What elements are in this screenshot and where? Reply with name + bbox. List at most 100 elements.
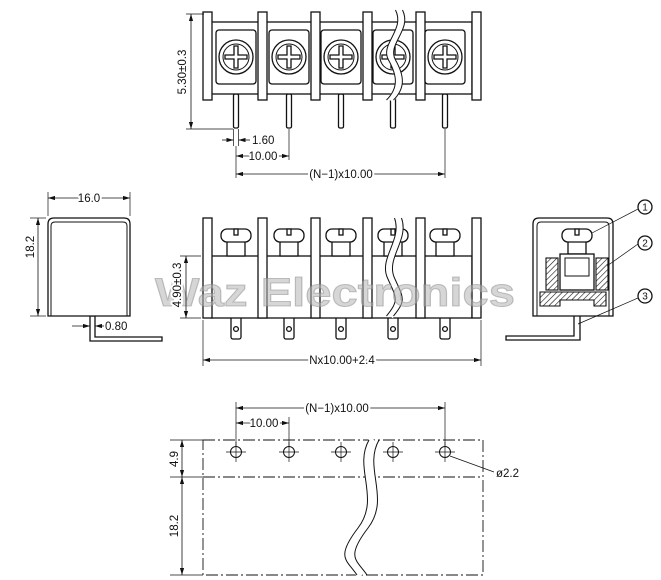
section-housing-left [545,257,559,291]
side-view: 16.0 18.2 0.80 [23,191,163,342]
break-line [393,9,406,101]
screw-slot [233,228,239,236]
pcb-hole [383,442,403,462]
hole-diameter-label: ø2.2 [496,468,519,480]
section-clamp-window [564,257,590,277]
pin-width-dimension-label: 1.60 [252,135,274,147]
break-mask [385,216,404,319]
hole-circle [230,446,242,458]
front-view [202,217,482,340]
callout-circle-1 [637,199,653,215]
front-view-barrier [471,217,482,319]
front-view-dimensions: 4.90±0.3 Nx10.00+2.4 [170,255,482,369]
top-view-terminal [215,29,257,85]
width-dimension-label: 16.0 [78,193,100,205]
top-view-pin [337,93,345,129]
hole-circle [439,446,451,458]
footprint-dimensions: (N−1)x10.00 10.00 4.9 18.2 ø2.2 [167,401,519,576]
footprint-holes [226,442,455,462]
screw-cross-slot [329,45,353,69]
top-view-terminal [268,29,310,85]
total-length-dimension-label: Nx10.00+2.4 [309,355,375,367]
hole-leader [449,455,495,473]
top-view-barrier [310,11,321,101]
front-view-body [210,255,473,319]
pin-hole [389,325,397,333]
callout-circle-3 [637,288,653,304]
top-view [202,11,482,129]
front-view-barrier [362,217,373,319]
break-mask [386,8,405,103]
screw-head-rim [327,43,355,71]
top-view-pin [441,93,449,129]
pin-hole [337,325,345,333]
callout-number-1: 1 [642,203,648,214]
pin-height-dimension-label: 5.30±0.3 [177,50,189,95]
footprint-boundary [202,439,484,576]
footprint-outline [202,439,484,576]
front-view-pin [387,313,399,340]
screw-slot [390,228,396,236]
top-view-barrier [202,11,213,101]
callout-number-3: 3 [642,292,648,303]
top-view-pin [285,93,293,129]
side-view-body-edge [50,221,128,316]
screw-cross-slot [433,45,457,69]
front-view-terminal [325,228,357,257]
top-view-barrier [471,11,482,101]
pcb-hole [279,442,299,462]
front-view-break-lines [385,216,404,319]
pin-thickness-dimension-label: 0.80 [105,321,127,333]
pitch-dimension-label: 10.00 [249,151,278,163]
span-dimension-label: (N−1)x10.00 [309,169,373,181]
section-housing-right [595,257,609,291]
top-view-barrier [257,11,268,101]
footprint-depth-dimension-label: 18.2 [169,515,181,537]
top-view-break-lines [386,8,406,103]
pcb-hole [331,442,351,462]
front-view-terminal [220,228,252,257]
callout-leader [577,297,639,325]
top-view-terminal [320,29,362,85]
screw-head-rim [431,43,459,71]
section-view: 1 2 3 [505,199,653,341]
callout-number-2: 2 [642,239,648,250]
break-line [344,439,370,576]
footprint-pitch-dimension-label: 10.00 [250,418,279,430]
side-view-body [47,217,131,317]
top-view-barrier [362,11,373,101]
screw-head-rim [222,43,250,71]
footprint-span-dimension-label: (N−1)x10.00 [305,403,369,415]
callout-circle-2 [637,235,653,251]
screw-slot [286,228,292,236]
hole-circle [387,446,399,458]
front-view-barrier [257,217,268,319]
front-view-barrier [415,217,426,319]
front-height-dimension-label: 4.90±0.3 [172,263,184,308]
footprint-edge-dimension-label: 4.9 [169,451,181,467]
break-line [386,9,399,101]
front-view-terminal [429,228,461,257]
top-view-dimensions: 5.30±0.3 1.60 10.00 (N−1)x10.00 [175,13,446,183]
section-base [539,291,607,307]
break-line [392,217,404,317]
height-dimension-label: 18.2 [25,236,37,258]
front-view-barrier [202,217,213,319]
screw-slot [338,228,344,236]
front-view-terminal [273,228,305,257]
break-line [385,217,397,317]
callout-leader [591,208,639,234]
screw-head-rim [275,43,303,71]
top-view-pin [232,93,240,129]
footprint-break-lines [344,437,380,578]
top-view-barrier [415,11,426,101]
break-line [354,439,380,576]
screw-cross-slot [277,45,301,69]
pin-hole [441,325,449,333]
section-clamp-box [559,253,595,291]
section-screw-slot [574,228,580,236]
pin-hole [232,325,240,333]
front-view-barrier [310,217,321,319]
hole-circle [335,446,347,458]
